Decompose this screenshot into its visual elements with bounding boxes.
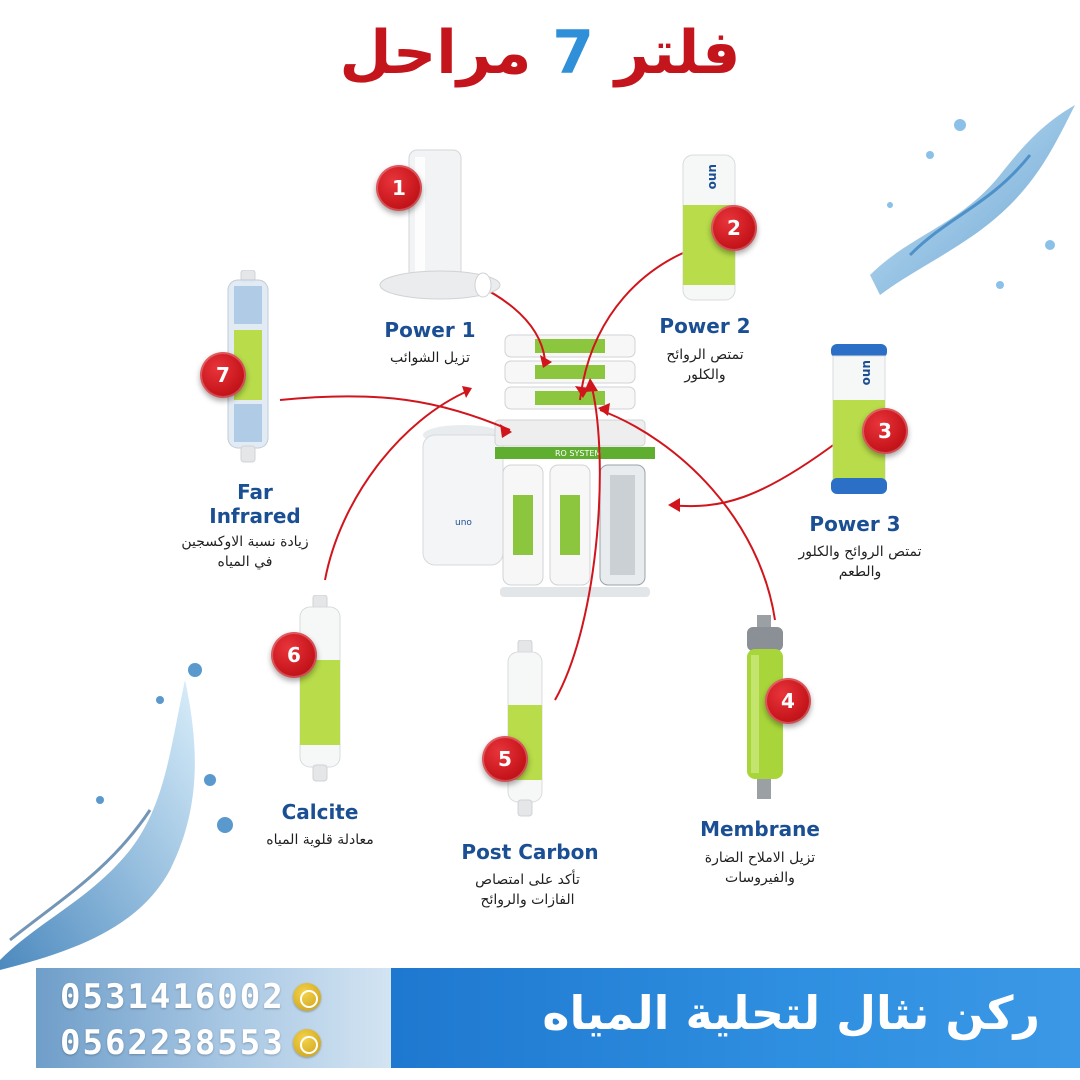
brand-name: ركن نثال لتحلية المياه xyxy=(542,986,1040,1040)
water-splash-top-right xyxy=(870,105,1075,295)
stage-desc-7: زيادة نسبة الاوكسجين في المياه xyxy=(181,534,309,570)
ro-system-unit: uno RO SYSTEM xyxy=(422,334,655,597)
cartridge-calcite xyxy=(299,595,341,782)
title-number: 7 xyxy=(552,18,594,88)
contact-row-2: 0562238553 xyxy=(60,1020,321,1066)
cartridge-far-infrared xyxy=(227,270,269,463)
stage-desc-2: تمتص الروائح والكلور xyxy=(666,347,744,383)
stage-badge-2: 2 xyxy=(711,205,757,251)
stage-name-1: Power 1 xyxy=(384,318,476,342)
stage-badge-7: 7 xyxy=(200,352,246,398)
stage-name-4: Membrane xyxy=(700,817,820,841)
stage-desc-3: تمتص الروائح والكلور والطعم xyxy=(798,544,922,580)
stage-badge-6: 6 xyxy=(271,632,317,678)
brand-bar: ركن نثال لتحلية المياه xyxy=(391,968,1080,1068)
tank-brand: uno xyxy=(455,518,472,528)
contact-panel: 0531416002 0562238553 xyxy=(36,968,391,1068)
contact-row-1: 0531416002 xyxy=(60,974,321,1020)
phone-number-1[interactable]: 0531416002 xyxy=(60,977,285,1017)
page-title: فلتر 7 مراحل xyxy=(0,18,1080,98)
stage-name-6: Calcite xyxy=(281,800,359,824)
stage-name-2: Power 2 xyxy=(659,314,751,338)
stage-desc-1: تزيل الشوائب xyxy=(390,350,470,366)
stage-badge-4: 4 xyxy=(765,678,811,724)
stage-badge-1: 1 xyxy=(376,165,422,211)
cartridge-power-1 xyxy=(379,149,501,300)
ro-system-label: RO SYSTEM xyxy=(555,449,601,458)
stage-name-7: Far Infrared xyxy=(209,480,301,528)
whatsapp-icon xyxy=(292,983,321,1011)
stage-name-3: Power 3 xyxy=(809,512,901,536)
title-suffix: مراحل xyxy=(339,18,532,88)
title-prefix: فلتر xyxy=(614,18,741,88)
whatsapp-icon xyxy=(292,1029,321,1057)
stage-badge-3: 3 xyxy=(862,408,908,454)
svg-text:uno: uno xyxy=(860,360,874,385)
bottom-strip xyxy=(0,1068,1080,1080)
svg-text:uno: uno xyxy=(706,164,720,189)
stage-desc-4: تزيل الاملاح الضارة والفيروسات xyxy=(704,850,816,886)
stage-badge-5: 5 xyxy=(482,736,528,782)
water-splash-bottom-left xyxy=(0,663,233,970)
phone-number-2[interactable]: 0562238553 xyxy=(60,1023,285,1063)
stage-desc-6: معادلة قلوية المياه xyxy=(266,832,374,848)
stage-desc-5: تأكد على امتصاص الفازات والروائح xyxy=(475,872,580,908)
cartridge-post-carbon xyxy=(507,640,543,817)
stage-name-5: Post Carbon xyxy=(461,840,599,864)
